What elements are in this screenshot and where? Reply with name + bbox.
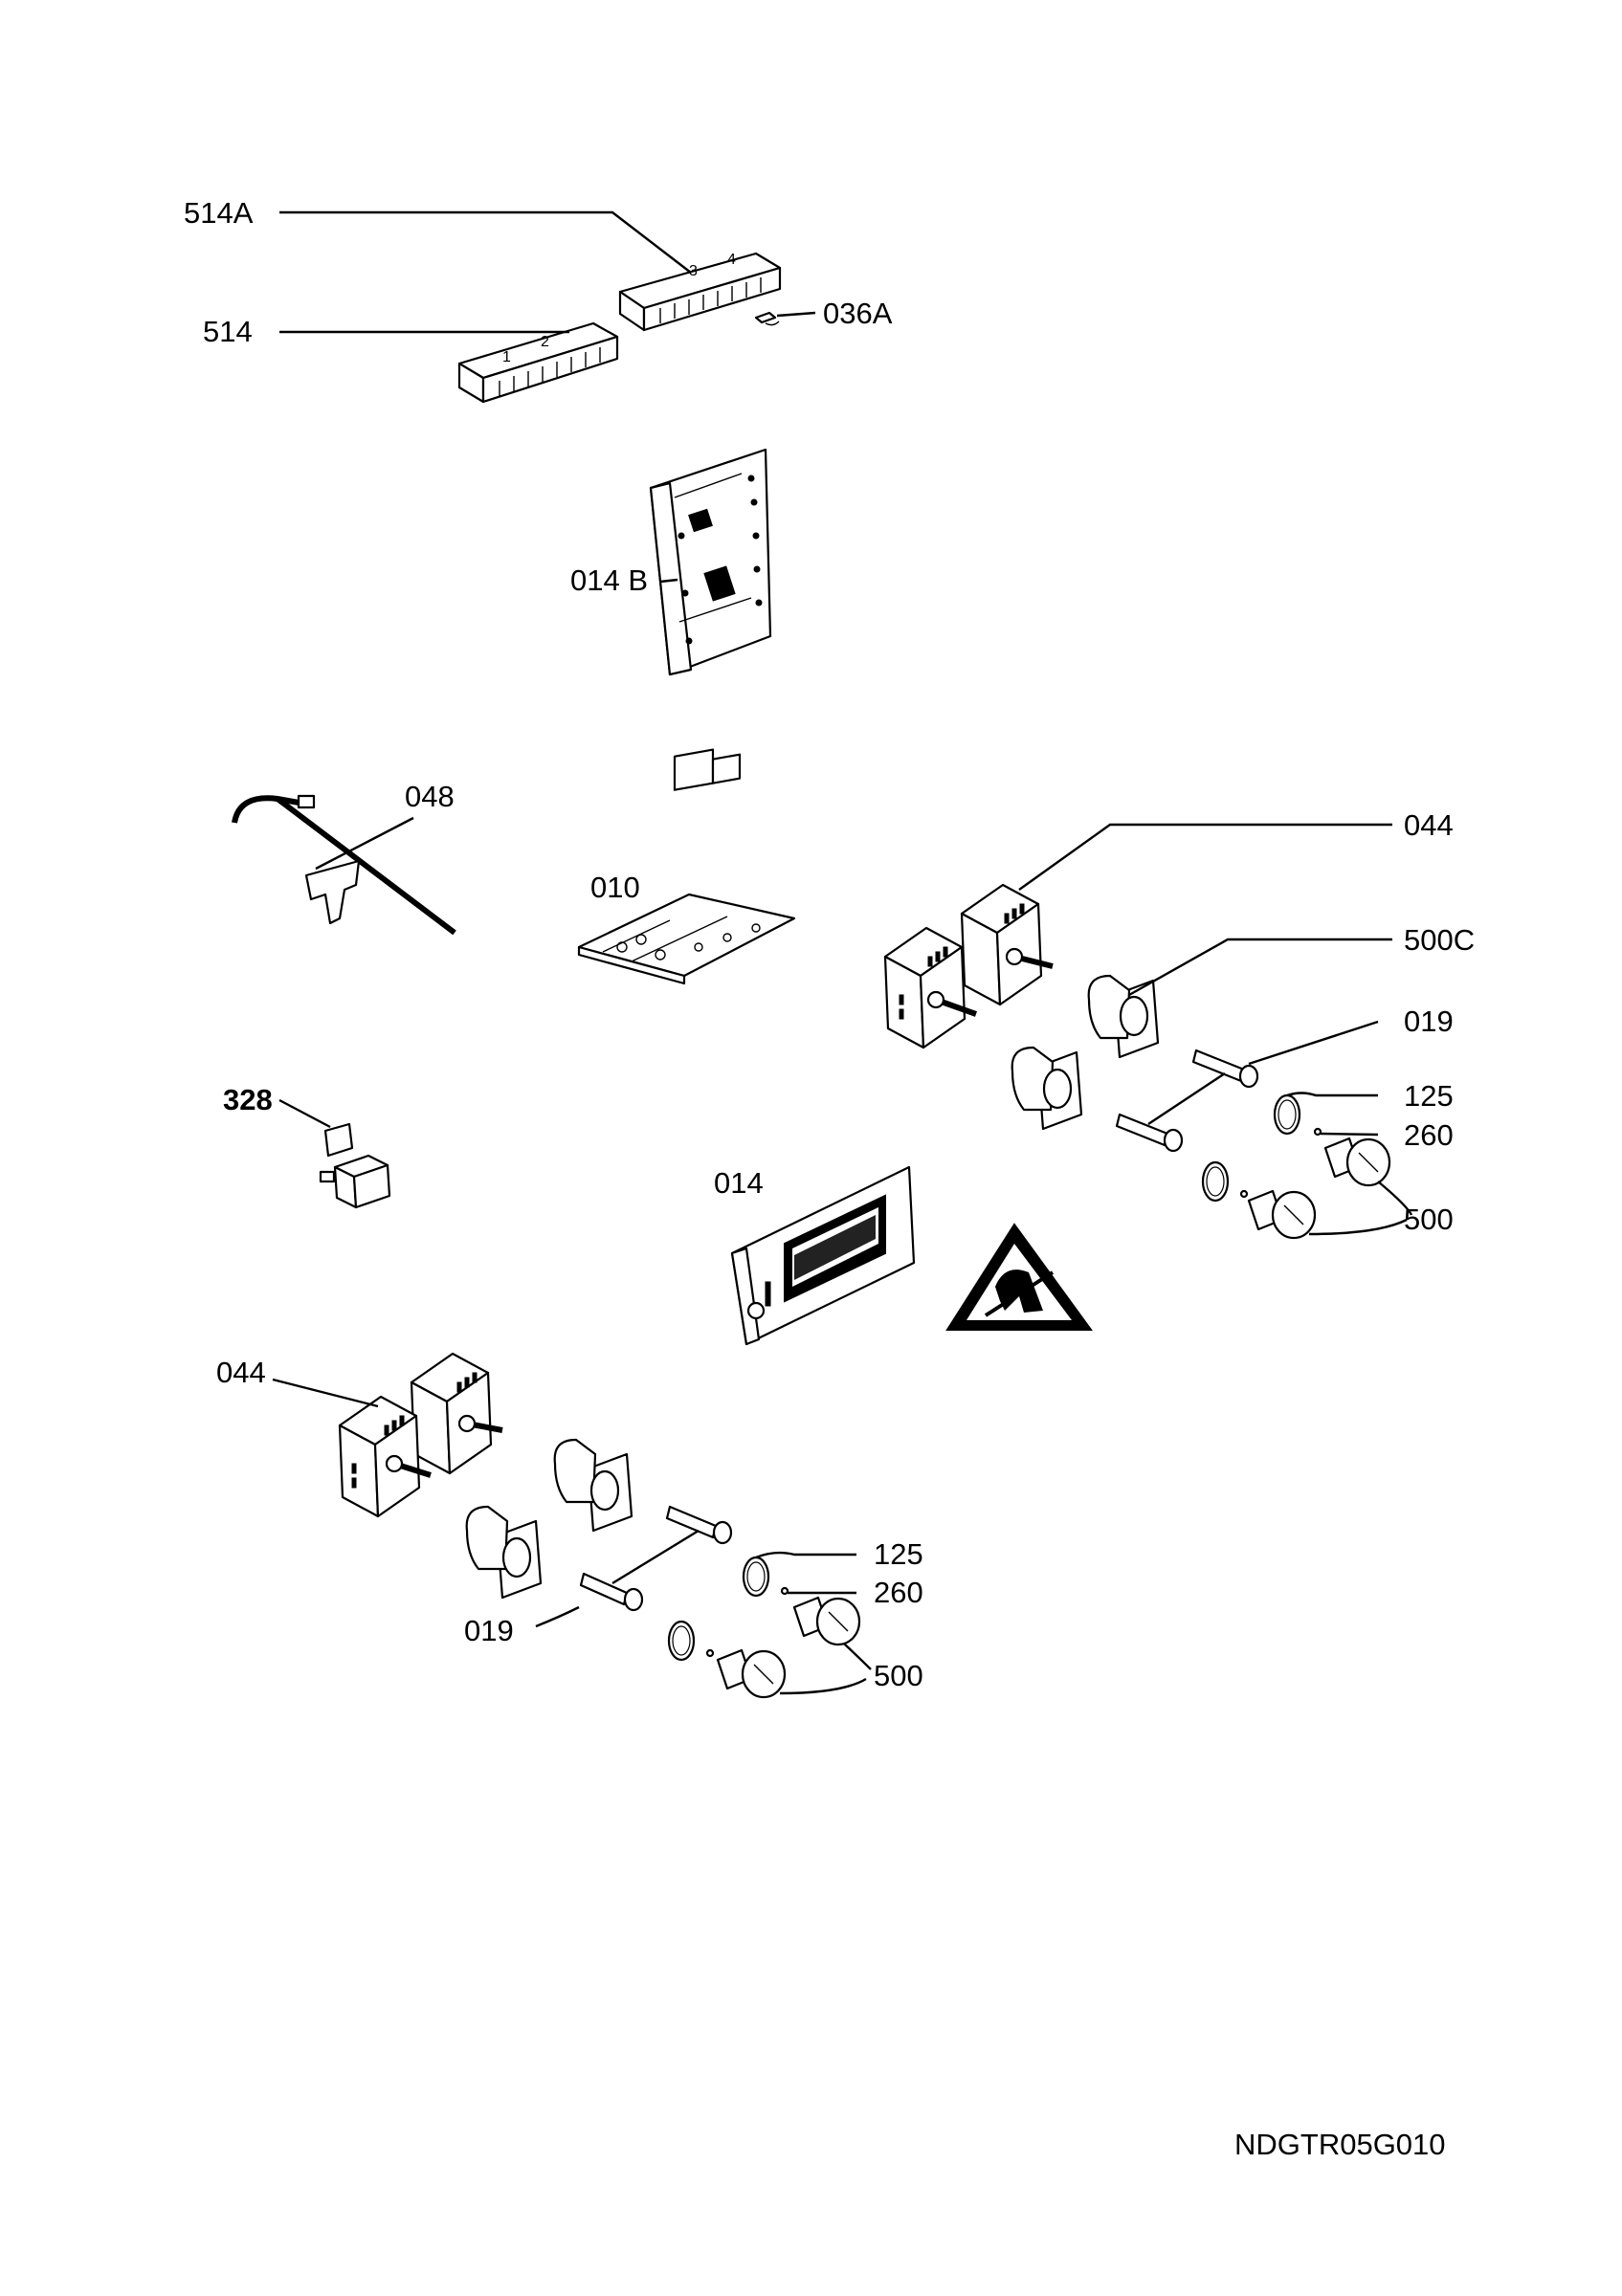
lamp-holder-500C-top-2 [1011, 1046, 1083, 1131]
label-500-top: 500 [1404, 1203, 1454, 1236]
ring-125-top-b [1201, 1160, 1230, 1203]
shaft-019-bottom-b [579, 1572, 644, 1612]
label-048: 048 [405, 780, 455, 813]
sensor-048 [232, 794, 459, 941]
label-260-top: 260 [1404, 1118, 1454, 1152]
label-019-bottom: 019 [464, 1614, 514, 1647]
regulator-044-top-back [960, 883, 1054, 1006]
knob-500-bottom-a [792, 1596, 861, 1646]
label-500-bottom: 500 [874, 1659, 923, 1692]
regulator-044-bottom-back [410, 1352, 503, 1475]
ring-125-bottom-a [742, 1556, 770, 1598]
ring-125-top-a [1273, 1093, 1301, 1136]
label-125-top: 125 [1404, 1079, 1454, 1113]
clip-036A [754, 311, 780, 326]
knob-500-top-a [1323, 1137, 1391, 1187]
display-014 [730, 1165, 916, 1346]
shaft-019-top-b [1115, 1113, 1184, 1153]
shaft-019-bottom-a [665, 1505, 733, 1545]
label-500C: 500C [1404, 923, 1475, 957]
ring-125-bottom-b [667, 1620, 696, 1662]
shaft-019-top-a [1191, 1049, 1259, 1089]
spring-260-top [1313, 1127, 1322, 1137]
board-010 [577, 748, 796, 985]
svg-text:4: 4 [727, 252, 736, 268]
spring-260-bottom [780, 1586, 789, 1596]
drawing-code: NDGTR05G010 [1234, 2128, 1446, 2161]
connector-514: 1 2 [457, 321, 619, 404]
connector-514A: 3 4 [618, 252, 782, 332]
label-044-bottom: 044 [216, 1356, 266, 1389]
part-328 [319, 1122, 391, 1209]
label-328: 328 [223, 1083, 273, 1116]
regulator-044-bottom-front [338, 1395, 432, 1518]
regulator-044-top-front [883, 926, 978, 1049]
esd-warning-icon [945, 1223, 1093, 1331]
knob-500-top-b [1247, 1189, 1317, 1240]
label-010: 010 [590, 871, 640, 904]
label-019-top: 019 [1404, 1004, 1454, 1038]
label-014: 014 [714, 1166, 764, 1200]
lamp-holder-bottom-b [465, 1505, 543, 1600]
lamp-holder-bottom-a [553, 1438, 633, 1533]
label-036A: 036A [823, 297, 893, 330]
svg-text:3: 3 [689, 263, 698, 279]
knob-500-bottom-b [716, 1648, 787, 1699]
pcb-014B [649, 448, 772, 676]
label-514: 514 [203, 315, 253, 348]
svg-text:2: 2 [541, 334, 549, 350]
svg-text:1: 1 [502, 349, 511, 365]
label-514A: 514A [184, 196, 254, 230]
lamp-holder-500C-top [1087, 974, 1160, 1059]
label-014B: 014 B [570, 563, 648, 597]
label-044-top: 044 [1404, 808, 1454, 842]
label-260-bottom: 260 [874, 1576, 923, 1609]
label-125-bottom: 125 [874, 1537, 923, 1571]
